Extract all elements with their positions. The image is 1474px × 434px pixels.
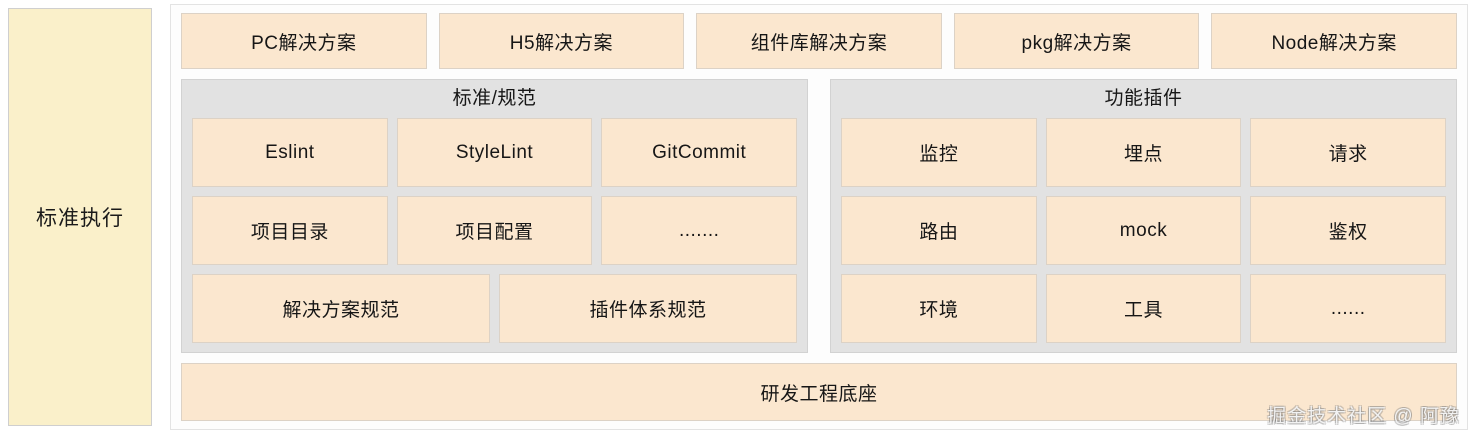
engineering-base-bar: 研发工程底座: [181, 363, 1457, 421]
group-row: 监控埋点请求: [841, 118, 1447, 187]
group-item-box: 鉴权: [1250, 196, 1447, 265]
solution-box: H5解决方案: [438, 13, 685, 69]
group-item-box: ......: [1250, 274, 1447, 343]
solution-box: 组件库解决方案: [696, 13, 942, 69]
group-item-box: 工具: [1045, 274, 1242, 343]
solution-box: Node解决方案: [1211, 13, 1457, 69]
standards-execution-pillar: 标准执行: [8, 8, 152, 426]
group-item-box: 解决方案规范: [192, 274, 490, 343]
group-title: 标准/规范: [452, 88, 537, 109]
group-item-box: mock: [1045, 196, 1242, 265]
group-item-box: .......: [601, 196, 798, 265]
solution-box: PC解决方案: [181, 13, 427, 69]
solution-box: pkg解决方案: [953, 13, 1200, 69]
group-row: 解决方案规范插件体系规范: [192, 274, 797, 343]
group-title: 功能插件: [1104, 88, 1183, 109]
group-row: 项目目录项目配置.......: [192, 196, 798, 265]
group-item-box: 环境: [841, 274, 1037, 343]
group-row: 环境工具......: [841, 274, 1447, 343]
group-item-box: 插件体系规范: [499, 274, 797, 343]
group-item-box: 监控: [841, 118, 1037, 187]
group-item-box: 埋点: [1045, 118, 1242, 187]
pillar-label: 标准执行: [36, 207, 124, 230]
group-item-box: 项目目录: [192, 196, 388, 265]
group-item-box: 路由: [841, 196, 1037, 265]
group-item-box: StyleLint: [396, 118, 593, 187]
group-item-box: GitCommit: [601, 118, 798, 187]
group-item-box: Eslint: [192, 118, 388, 187]
group-item-box: 项目配置: [396, 196, 593, 265]
group-item-box: 请求: [1250, 118, 1447, 187]
